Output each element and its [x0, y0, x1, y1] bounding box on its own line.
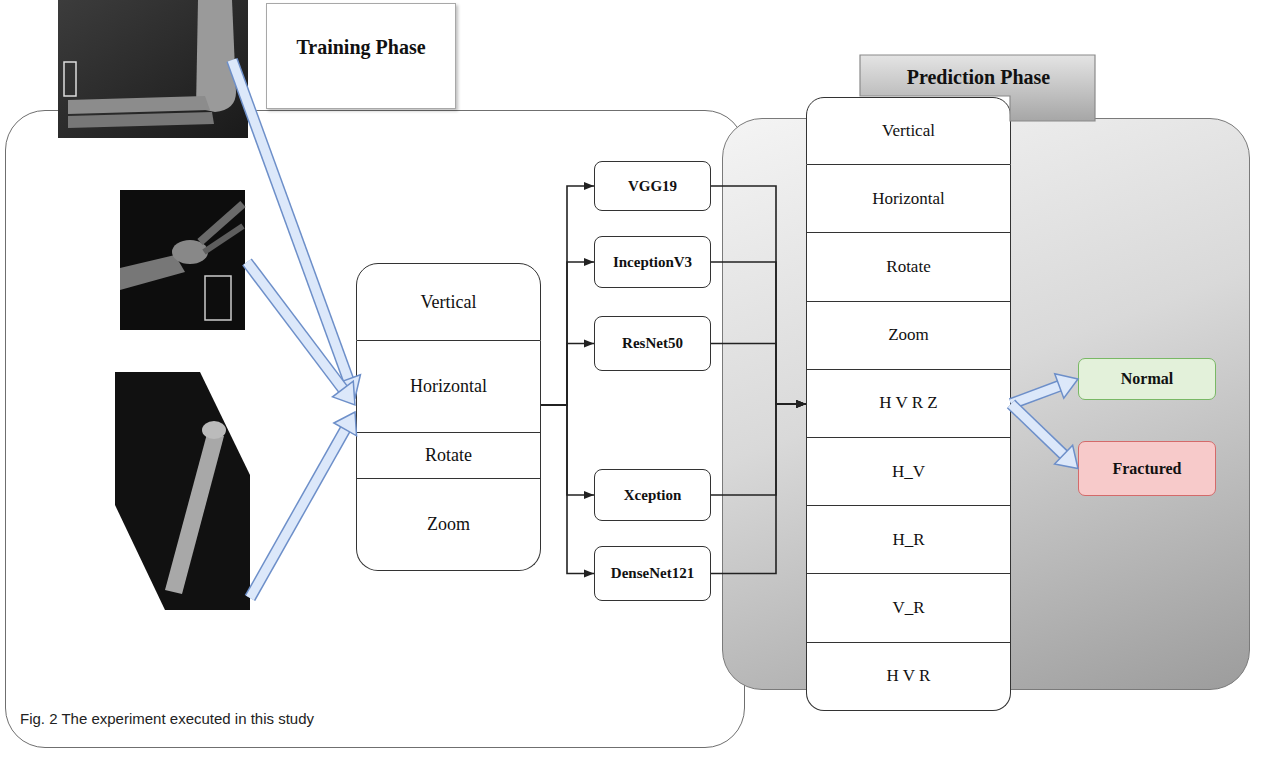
augmentation-label: Zoom — [888, 325, 929, 345]
bone-shape — [204, 226, 243, 252]
xray-image — [115, 372, 250, 610]
augmentation-cell: H V R — [806, 643, 1011, 711]
augmentation-cell: Vertical — [806, 97, 1011, 165]
augmentation-label: Vertical — [882, 121, 935, 141]
block-arrow — [1011, 386, 1059, 404]
augmentation-cell: Rotate — [806, 233, 1011, 301]
augmentation-label: Horizontal — [410, 376, 487, 397]
input-arrow — [232, 60, 348, 379]
bone-shape — [68, 112, 214, 128]
connector-line — [541, 186, 594, 405]
connector-line — [711, 404, 806, 574]
connector-line — [541, 344, 594, 406]
phase-title: Training Phase — [266, 3, 456, 109]
block-arrow — [1011, 386, 1059, 404]
connector — [541, 186, 594, 405]
augmentation-label: H V R Z — [879, 393, 937, 413]
connector — [541, 344, 594, 406]
model-name: InceptionV3 — [613, 254, 692, 271]
model-name: ResNet50 — [622, 335, 683, 352]
connector — [711, 186, 806, 404]
phase-title: Prediction Phase — [861, 59, 1096, 95]
class-label: Normal — [1121, 370, 1173, 388]
connector-line — [541, 405, 594, 574]
augmentation-cell: Zoom — [806, 302, 1011, 370]
augmentation-cell: Vertical — [356, 263, 541, 341]
film-marker — [64, 62, 76, 96]
connector-line — [711, 404, 806, 495]
class-label: Fractured — [1112, 460, 1181, 478]
augmentation-label: H_V — [892, 462, 925, 482]
augmentation-label: Rotate — [886, 257, 930, 277]
connector-line — [541, 262, 594, 405]
film-marker — [205, 276, 231, 320]
augmentation-cell: Zoom — [356, 479, 541, 571]
input-arrow — [232, 60, 348, 379]
augmentation-label: H V R — [887, 666, 931, 686]
input-arrow — [250, 429, 345, 598]
augmentation-label: V_R — [892, 598, 924, 618]
connector-line — [711, 262, 806, 404]
model-name: DenseNet121 — [611, 565, 694, 582]
connector-line — [711, 344, 806, 404]
model-box: ResNet50 — [594, 316, 711, 371]
connector — [711, 404, 806, 574]
connector — [541, 405, 594, 574]
connector — [541, 262, 594, 405]
block-arrow — [1011, 404, 1064, 455]
augmentation-cell: H_R — [806, 506, 1011, 574]
connector — [711, 262, 806, 404]
bone-shape — [165, 430, 224, 594]
model-name: Xception — [624, 487, 682, 504]
augmentation-label: Horizontal — [872, 189, 945, 209]
class-box: Fractured — [1078, 441, 1216, 496]
augmentation-label: H_R — [892, 530, 924, 550]
augmentation-label: Rotate — [425, 445, 472, 466]
connector — [1011, 386, 1059, 404]
model-name: VGG19 — [628, 178, 677, 195]
connector — [711, 404, 806, 495]
input-arrow — [247, 262, 343, 389]
connector — [1011, 404, 1064, 455]
phase-tab — [860, 55, 1095, 121]
augmentation-cell: Horizontal — [806, 165, 1011, 233]
model-box: VGG19 — [594, 161, 711, 211]
bone-shape — [120, 255, 185, 290]
xray-image — [58, 0, 248, 138]
class-box: Normal — [1078, 358, 1216, 400]
model-box: Xception — [594, 469, 711, 521]
xray-image — [120, 190, 245, 330]
bone-shape — [68, 96, 210, 114]
augmentation-cell: Rotate — [356, 433, 541, 479]
connector-line — [711, 186, 806, 404]
connector — [711, 344, 806, 404]
augmentation-cell: H_V — [806, 438, 1011, 506]
model-box: InceptionV3 — [594, 236, 711, 288]
model-box: DenseNet121 — [594, 546, 711, 601]
augmentation-cell: H V R Z — [806, 370, 1011, 438]
augmentation-cell: V_R — [806, 574, 1011, 642]
augmentation-label: Zoom — [427, 514, 470, 535]
bone-shape — [196, 0, 236, 112]
input-arrow — [250, 429, 345, 598]
bone-shape — [200, 204, 243, 242]
bone-shape — [202, 421, 226, 439]
augmentation-label: Vertical — [421, 292, 477, 313]
augmentation-cell: Horizontal — [356, 341, 541, 433]
block-arrow — [1011, 404, 1064, 455]
figure-caption: Fig. 2 The experiment executed in this s… — [20, 710, 314, 727]
input-arrow — [247, 262, 343, 389]
